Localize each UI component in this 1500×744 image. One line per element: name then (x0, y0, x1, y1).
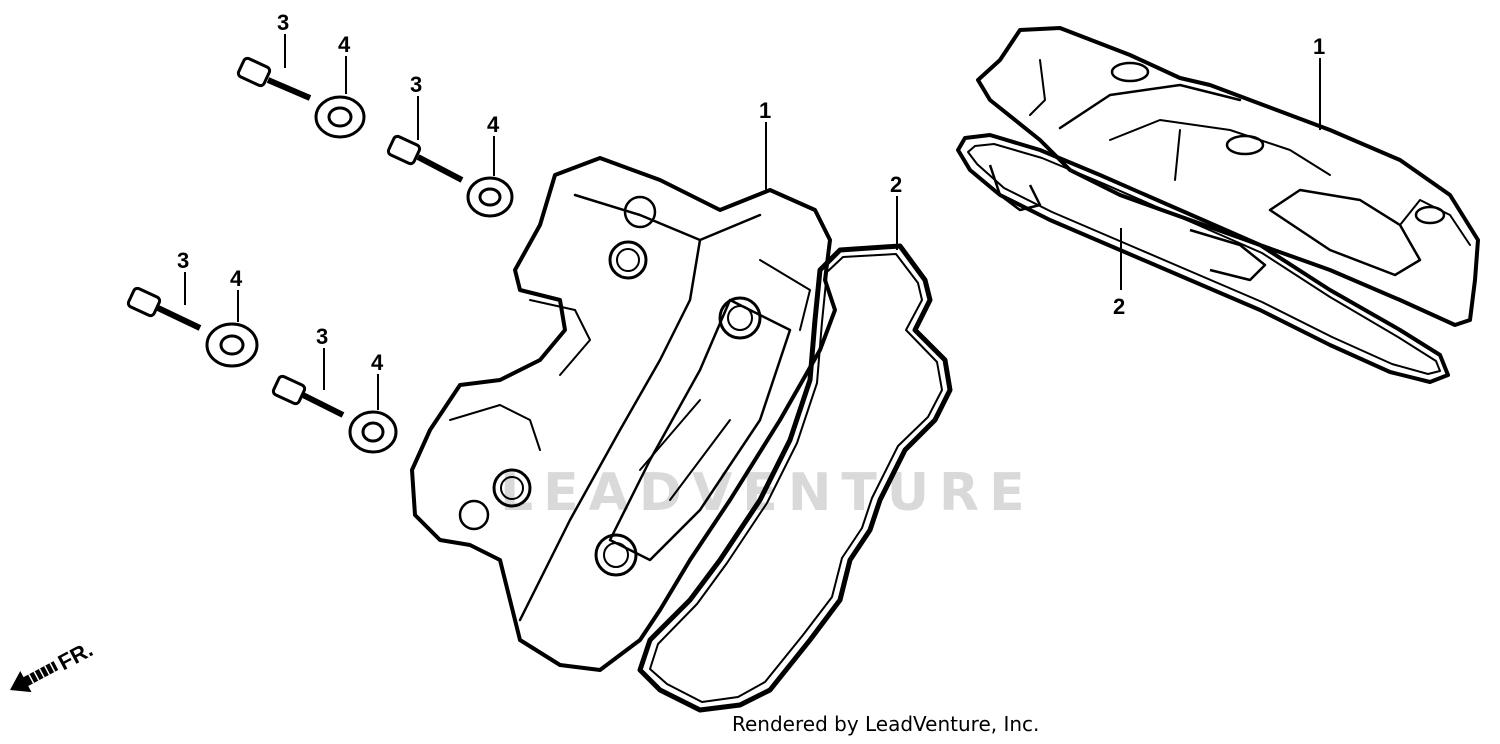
callout-bolt-d: 3 (316, 324, 328, 349)
leader-lines (184, 34, 1321, 410)
valve-cover-side (976, 26, 1480, 327)
bolt-d (271, 374, 345, 418)
callout-washer-a: 4 (338, 32, 351, 57)
front-direction-arrow: FR. (10, 636, 97, 693)
washer-b (466, 176, 514, 218)
callout-washer-d: 4 (371, 350, 384, 375)
gasket-front (637, 243, 953, 713)
bolt-c (126, 286, 202, 331)
callout-gasket-side: 2 (1113, 294, 1125, 319)
callout-cover-front: 1 (759, 98, 771, 123)
callout-cover-side: 1 (1313, 34, 1325, 59)
bolt-a (236, 56, 312, 101)
front-direction-label: FR. (54, 636, 97, 675)
valve-cover-front (410, 156, 837, 672)
render-credit: Rendered by LeadVenture, Inc. (732, 712, 1040, 736)
washer-a (314, 95, 366, 139)
callout-bolt-b: 3 (410, 72, 422, 97)
washer-c (205, 322, 259, 368)
callout-bolt-a: 3 (277, 10, 289, 35)
watermark-text: LEADVENTURE (500, 463, 1035, 523)
callout-bolt-c: 3 (177, 248, 189, 273)
bolt-b (386, 134, 464, 183)
callout-washer-b: 4 (487, 112, 500, 137)
callout-gasket-front: 2 (890, 172, 902, 197)
gasket-side (956, 133, 1450, 384)
callout-washer-c: 4 (230, 266, 243, 291)
washer-d (348, 410, 398, 454)
arrow-icon (10, 661, 59, 693)
